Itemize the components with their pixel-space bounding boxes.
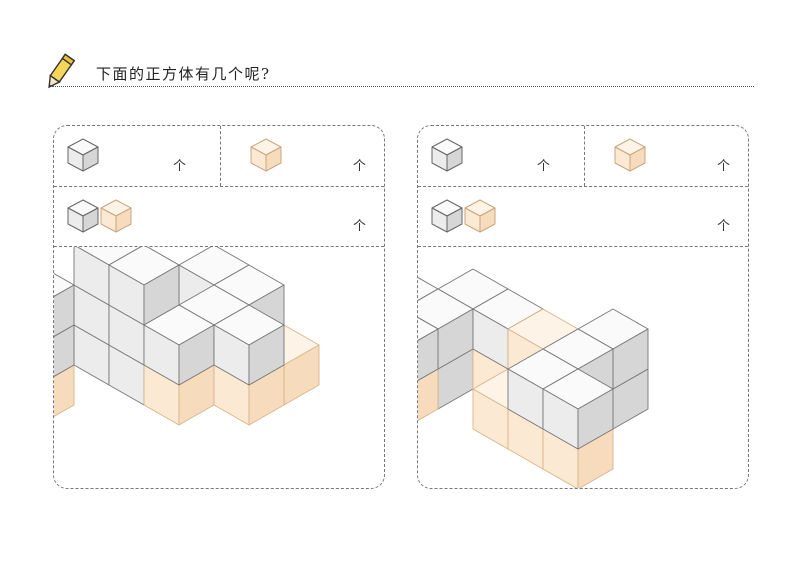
orange-cube-icon	[100, 199, 132, 233]
total-cube-count-cell[interactable]: 个	[418, 187, 748, 246]
count-unit: 个	[716, 219, 730, 234]
count-row-single: 个 个	[418, 126, 748, 187]
count-row-single: 个 个	[54, 126, 384, 187]
pencil-icon	[48, 53, 76, 89]
header-rule	[52, 86, 754, 87]
cube-face	[479, 207, 496, 233]
orange-cube-icon	[614, 138, 646, 172]
count-unit: 个	[352, 159, 366, 174]
cube-face	[115, 207, 132, 233]
white-cube-icon	[67, 138, 99, 172]
cube-face	[248, 324, 285, 386]
cube-face	[82, 207, 99, 233]
cube-stack-figure	[418, 268, 649, 488]
cube-face	[265, 146, 282, 172]
orange-cube-icon	[464, 199, 496, 233]
cube-face	[446, 146, 463, 172]
cube-face	[418, 317, 439, 341]
white-cube-count-cell[interactable]: 个	[54, 126, 221, 186]
orange-cube-icon	[250, 138, 282, 172]
total-cube-count-cell[interactable]: 个	[54, 187, 384, 246]
count-row-total: 个	[418, 187, 748, 247]
cube-face	[577, 388, 614, 450]
white-cube-icon	[431, 138, 463, 172]
puzzle-panel-right: 个 个 个	[417, 125, 749, 489]
cube-face	[54, 284, 75, 337]
white-cube-icon	[67, 199, 99, 233]
count-unit: 个	[716, 159, 730, 174]
cube-face	[629, 146, 646, 172]
cube-face	[418, 277, 439, 301]
orange-cube-count-cell[interactable]: 个	[585, 126, 748, 186]
cube-stack-figure	[54, 247, 320, 426]
puzzle-panel-left: 个 个 个	[53, 125, 385, 489]
question-header: 下面的正方体有几个呢?	[42, 52, 754, 92]
cube-face	[418, 328, 439, 381]
count-row-total: 个	[54, 187, 384, 247]
count-unit: 个	[352, 219, 366, 234]
cube-face	[82, 146, 99, 172]
count-unit: 个	[536, 159, 550, 174]
white-cube-count-cell[interactable]: 个	[418, 126, 585, 186]
white-cube-icon	[431, 199, 463, 233]
question-title: 下面的正方体有几个呢?	[96, 65, 271, 83]
orange-cube-count-cell[interactable]: 个	[221, 126, 384, 186]
cube-face	[446, 207, 463, 233]
cube-face	[54, 273, 75, 297]
count-unit: 个	[172, 159, 186, 174]
